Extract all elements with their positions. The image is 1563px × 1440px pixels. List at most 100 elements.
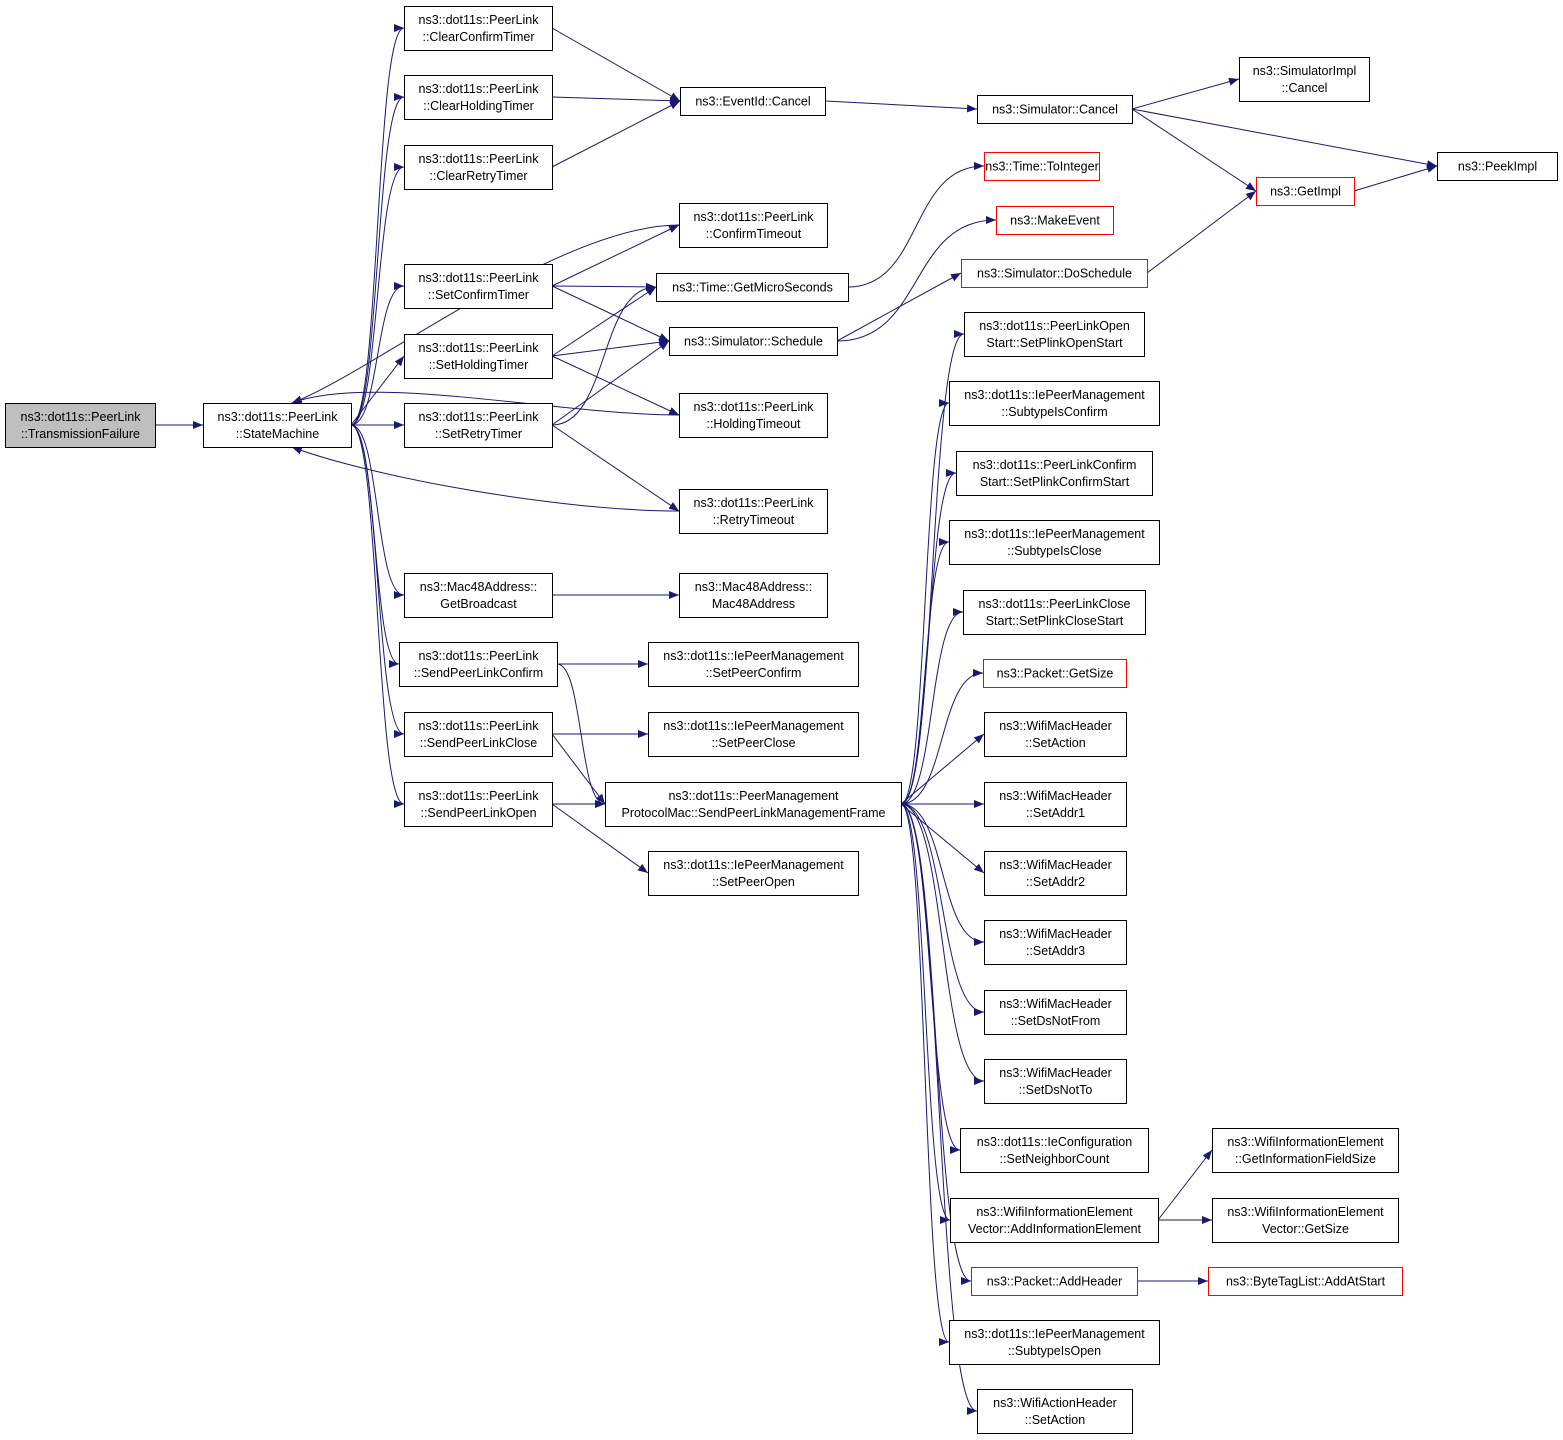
- node-box[interactable]: [404, 782, 553, 827]
- node-box[interactable]: [404, 264, 553, 309]
- node-wa1[interactable]: ns3::WifiMacHeader::SetAddr1: [984, 782, 1127, 827]
- node-box[interactable]: [399, 642, 558, 687]
- node-sio[interactable]: ns3::dot11s::IePeerManagement::SubtypeIs…: [949, 1320, 1160, 1365]
- node-plcls[interactable]: ns3::dot11s::PeerLinkCloseStart::SetPlin…: [963, 590, 1146, 635]
- node-box[interactable]: [949, 1320, 1160, 1365]
- node-srt[interactable]: ns3::dot11s::PeerLink::SetRetryTimer: [404, 403, 553, 448]
- node-box[interactable]: [404, 75, 553, 120]
- node-me[interactable]: ns3::MakeEvent: [996, 206, 1114, 235]
- node-sicl[interactable]: ns3::dot11s::IePeerManagement::SubtypeIs…: [949, 520, 1160, 565]
- node-box[interactable]: [5, 403, 156, 448]
- node-box[interactable]: [679, 203, 828, 248]
- node-sic2[interactable]: ns3::SimulatorImpl::Cancel: [1239, 57, 1370, 102]
- node-toi[interactable]: ns3::Time::ToInteger: [984, 152, 1100, 181]
- node-btl[interactable]: ns3::ByteTagList::AddAtStart: [1208, 1267, 1403, 1296]
- node-splc[interactable]: ns3::dot11s::PeerLink::SendPeerLinkConfi…: [399, 642, 558, 687]
- node-evc[interactable]: ns3::EventId::Cancel: [680, 87, 826, 116]
- node-box[interactable]: [1437, 152, 1558, 181]
- node-wdnf[interactable]: ns3::WifiMacHeader::SetDsNotFrom: [984, 990, 1127, 1035]
- node-wah[interactable]: ns3::WifiActionHeader::SetAction: [977, 1389, 1133, 1434]
- node-box[interactable]: [949, 520, 1160, 565]
- node-rto[interactable]: ns3::dot11s::PeerLink::RetryTimeout: [679, 489, 828, 534]
- node-box[interactable]: [648, 712, 859, 757]
- node-box[interactable]: [950, 1198, 1159, 1243]
- node-box[interactable]: [1212, 1128, 1399, 1173]
- node-box[interactable]: [984, 851, 1127, 896]
- node-splo[interactable]: ns3::dot11s::PeerLink::SendPeerLinkOpen: [404, 782, 553, 827]
- node-cht[interactable]: ns3::dot11s::PeerLink::ClearHoldingTimer: [404, 75, 553, 120]
- node-spc[interactable]: ns3::dot11s::IePeerManagement::SetPeerCo…: [648, 642, 859, 687]
- node-box[interactable]: [1239, 57, 1370, 102]
- node-box[interactable]: [949, 381, 1160, 426]
- node-snc[interactable]: ns3::dot11s::IeConfiguration::SetNeighbo…: [960, 1128, 1149, 1173]
- node-splcl[interactable]: ns3::dot11s::PeerLink::SendPeerLinkClose: [404, 712, 553, 757]
- node-box[interactable]: [404, 712, 553, 757]
- node-pah[interactable]: ns3::Packet::AddHeader: [971, 1267, 1138, 1296]
- node-box[interactable]: [605, 782, 902, 827]
- node-box[interactable]: [679, 393, 828, 438]
- node-box[interactable]: [984, 1059, 1127, 1104]
- node-box[interactable]: [984, 782, 1127, 827]
- node-sds[interactable]: ns3::Simulator::DoSchedule: [961, 259, 1148, 288]
- node-box[interactable]: [984, 920, 1127, 965]
- node-box[interactable]: [977, 95, 1133, 124]
- node-spcl[interactable]: ns3::dot11s::IePeerManagement::SetPeerCl…: [648, 712, 859, 757]
- node-wsa[interactable]: ns3::WifiMacHeader::SetAction: [984, 712, 1127, 757]
- node-box[interactable]: [960, 1128, 1149, 1173]
- node-gb[interactable]: ns3::Mac48Address::GetBroadcast: [404, 573, 553, 618]
- node-gi[interactable]: ns3::GetImpl: [1256, 177, 1355, 206]
- node-box[interactable]: [983, 659, 1127, 688]
- node-box[interactable]: [963, 590, 1146, 635]
- node-ssch[interactable]: ns3::Simulator::Schedule: [669, 327, 838, 356]
- node-box[interactable]: [1208, 1267, 1403, 1296]
- node-pi[interactable]: ns3::PeekImpl: [1437, 152, 1558, 181]
- node-box[interactable]: [404, 6, 553, 51]
- node-box[interactable]: [404, 334, 553, 379]
- node-wdnt[interactable]: ns3::WifiMacHeader::SetDsNotTo: [984, 1059, 1127, 1104]
- node-sht[interactable]: ns3::dot11s::PeerLink::SetHoldingTimer: [404, 334, 553, 379]
- node-box[interactable]: [984, 990, 1127, 1035]
- node-pgs[interactable]: ns3::Packet::GetSize: [983, 659, 1127, 688]
- node-box[interactable]: [669, 327, 838, 356]
- node-sm[interactable]: ns3::dot11s::PeerLink::StateMachine: [203, 403, 352, 448]
- node-cct[interactable]: ns3::dot11s::PeerLink::ClearConfirmTimer: [404, 6, 553, 51]
- node-box[interactable]: [203, 403, 352, 448]
- node-m48[interactable]: ns3::Mac48Address::Mac48Address: [679, 573, 828, 618]
- node-box[interactable]: [648, 642, 859, 687]
- node-box[interactable]: [680, 87, 826, 116]
- node-box[interactable]: [984, 712, 1127, 757]
- node-wa3[interactable]: ns3::WifiMacHeader::SetAddr3: [984, 920, 1127, 965]
- node-box[interactable]: [404, 145, 553, 190]
- node-box[interactable]: [404, 573, 553, 618]
- node-aie[interactable]: ns3::WifiInformationElementVector::AddIn…: [950, 1198, 1159, 1243]
- node-box[interactable]: [961, 259, 1148, 288]
- node-cto[interactable]: ns3::dot11s::PeerLink::ConfirmTimeout: [679, 203, 828, 248]
- node-sc[interactable]: ns3::Simulator::Cancel: [977, 95, 1133, 124]
- node-box[interactable]: [971, 1267, 1138, 1296]
- node-box[interactable]: [404, 403, 553, 448]
- node-gms[interactable]: ns3::Time::GetMicroSeconds: [656, 273, 849, 302]
- node-plos[interactable]: ns3::dot11s::PeerLinkOpenStart::SetPlink…: [964, 312, 1145, 357]
- node-box[interactable]: [964, 312, 1145, 357]
- node-box[interactable]: [1256, 177, 1355, 206]
- node-tf[interactable]: ns3::dot11s::PeerLink::TransmissionFailu…: [5, 403, 156, 448]
- node-crt[interactable]: ns3::dot11s::PeerLink::ClearRetryTimer: [404, 145, 553, 190]
- node-gifs[interactable]: ns3::WifiInformationElement::GetInformat…: [1212, 1128, 1399, 1173]
- node-sic[interactable]: ns3::dot11s::IePeerManagement::SubtypeIs…: [949, 381, 1160, 426]
- node-spo[interactable]: ns3::dot11s::IePeerManagement::SetPeerOp…: [648, 851, 859, 896]
- node-hto[interactable]: ns3::dot11s::PeerLink::HoldingTimeout: [679, 393, 828, 438]
- node-box[interactable]: [956, 451, 1153, 496]
- node-box[interactable]: [984, 152, 1100, 181]
- node-box[interactable]: [977, 1389, 1133, 1434]
- node-plcs[interactable]: ns3::dot11s::PeerLinkConfirmStart::SetPl…: [956, 451, 1153, 496]
- node-box[interactable]: [996, 206, 1114, 235]
- node-wa2[interactable]: ns3::WifiMacHeader::SetAddr2: [984, 851, 1127, 896]
- node-box[interactable]: [656, 273, 849, 302]
- node-pmf[interactable]: ns3::dot11s::PeerManagementProtocolMac::…: [605, 782, 902, 827]
- node-box[interactable]: [1212, 1198, 1399, 1243]
- node-box[interactable]: [648, 851, 859, 896]
- node-box[interactable]: [679, 573, 828, 618]
- node-wgs[interactable]: ns3::WifiInformationElementVector::GetSi…: [1212, 1198, 1399, 1243]
- node-box[interactable]: [679, 489, 828, 534]
- node-sct[interactable]: ns3::dot11s::PeerLink::SetConfirmTimer: [404, 264, 553, 309]
